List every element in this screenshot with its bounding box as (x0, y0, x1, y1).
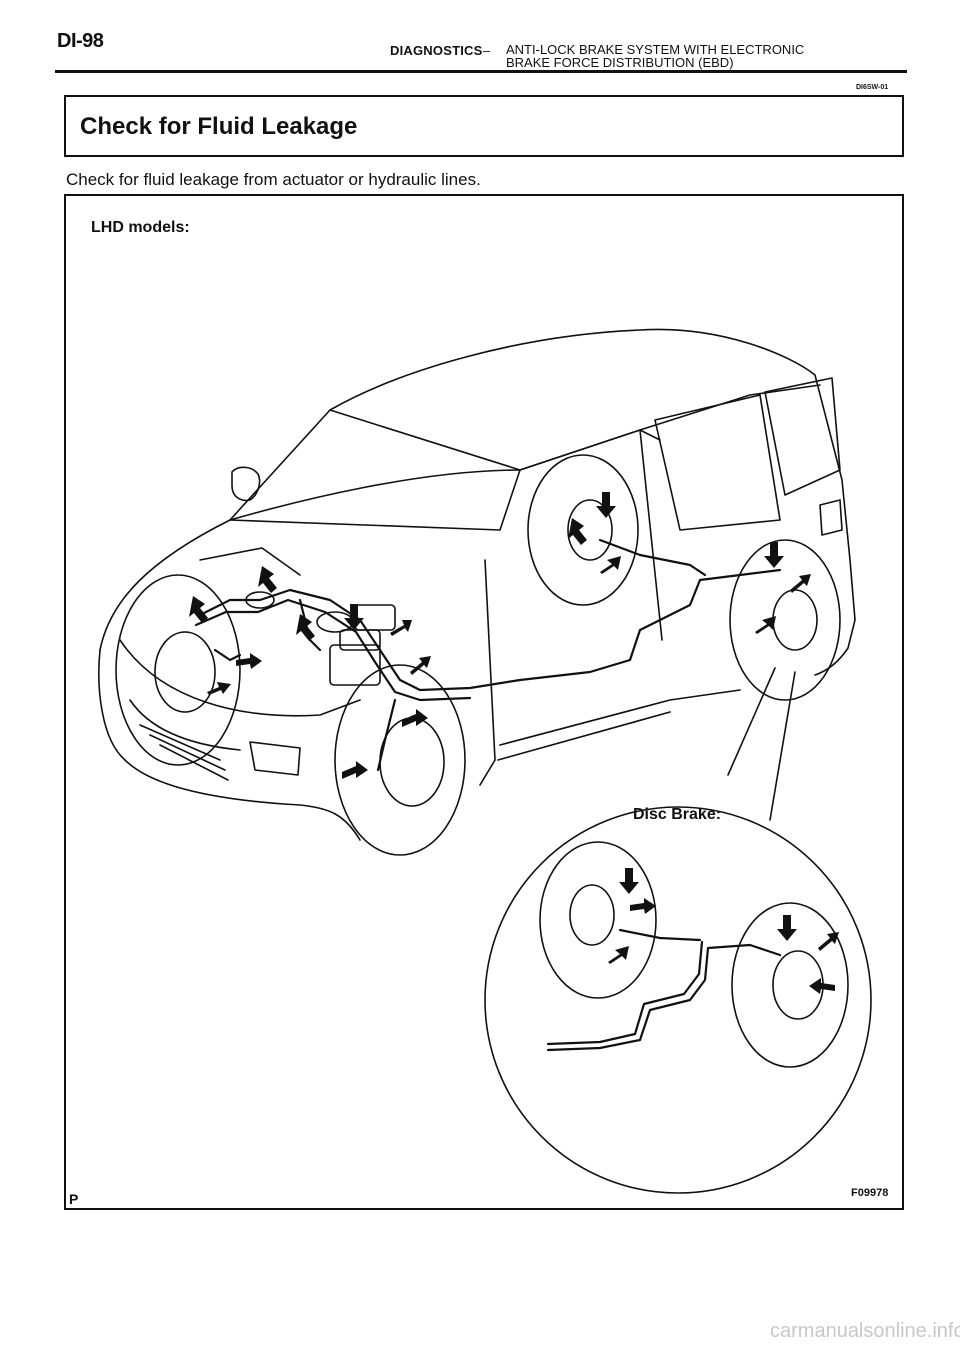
watermark: carmanualsonline.info (770, 1320, 960, 1342)
section-name: DIAGNOSTICS (390, 43, 483, 58)
header-dash: – (483, 43, 491, 58)
vehicle-body (98, 328, 856, 841)
page-title: Check for Fluid Leakage (80, 113, 358, 140)
detail-arrows (608, 868, 839, 994)
header-rule (55, 70, 907, 73)
leak-check-arrows (189, 492, 811, 779)
figure-code: F09978 (851, 1187, 889, 1199)
callout-lines (727, 667, 796, 821)
title-box (64, 95, 904, 157)
header-title-line2: BRAKE FORCE DISTRIBUTION (EBD) (506, 55, 734, 70)
doc-code: DI6SW-01 (856, 84, 889, 91)
figure-label: LHD models: (91, 219, 190, 236)
figure-box (64, 194, 904, 1210)
header-title-line1: ANTI-LOCK BRAKE SYSTEM WITH ELECTRONIC (506, 42, 805, 57)
instruction-text: Check for fluid leakage from actuator or… (66, 170, 481, 189)
disc-brake-label: Disc Brake: (633, 806, 722, 823)
disc-brake-detail (484, 806, 872, 1194)
header-title: ANTI-LOCK BRAKE SYSTEM WITH ELECTRONIC B… (506, 43, 804, 69)
wheels (115, 454, 841, 856)
hydraulic-lines (194, 538, 782, 772)
page-number: DI-98 (57, 30, 104, 52)
figure-corner-letter: P (69, 1191, 79, 1207)
